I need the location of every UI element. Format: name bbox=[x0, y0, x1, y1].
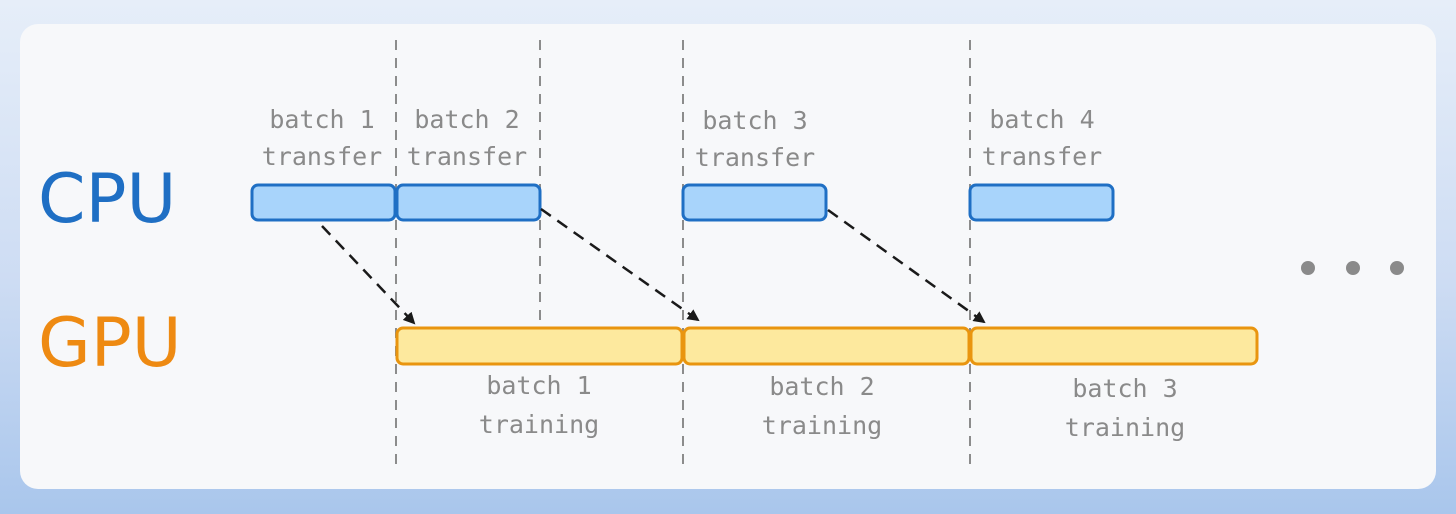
training-caption-2-line1: batch 2 bbox=[769, 372, 874, 401]
gpu-training-block-1 bbox=[395, 326, 684, 366]
training-caption-1-line2: training bbox=[479, 410, 599, 439]
training-caption-3-line2: training bbox=[1065, 413, 1185, 442]
transfer-caption-1-line1: batch 1 bbox=[269, 105, 374, 134]
cpu-transfer-block-2 bbox=[395, 183, 542, 222]
cpu-row-label: CPU bbox=[38, 160, 176, 239]
gpu-blocks bbox=[395, 326, 1259, 366]
cpu-transfer-block-1 bbox=[250, 183, 397, 222]
ellipsis-dot bbox=[1346, 261, 1360, 275]
transfer-caption-4-line2: transfer bbox=[982, 142, 1102, 171]
transfer-caption-3-line2: transfer bbox=[695, 143, 815, 172]
gpu-training-block-3 bbox=[969, 326, 1259, 366]
transfer-caption-1-line2: transfer bbox=[262, 142, 382, 171]
transfer-caption-2-line1: batch 2 bbox=[414, 105, 519, 134]
arrow-batch-3 bbox=[827, 208, 986, 324]
arrow-batch-2 bbox=[540, 207, 700, 322]
gpu-row-label: GPU bbox=[38, 304, 181, 383]
cpu-transfer-block-4 bbox=[968, 183, 1115, 222]
continuation-ellipsis bbox=[1301, 261, 1404, 275]
gpu-training-block-2 bbox=[682, 326, 971, 366]
training-captions: batch 1 training batch 2 training batch … bbox=[479, 371, 1185, 442]
dependency-arrows bbox=[321, 207, 986, 325]
cpu-blocks bbox=[250, 183, 1115, 222]
ellipsis-dot bbox=[1301, 261, 1315, 275]
arrow-batch-1 bbox=[321, 225, 416, 325]
cpu-transfer-block-3 bbox=[681, 183, 828, 222]
transfer-caption-2-line2: transfer bbox=[407, 142, 527, 171]
transfer-caption-3-line1: batch 3 bbox=[702, 106, 807, 135]
training-caption-3-line1: batch 3 bbox=[1072, 374, 1177, 403]
transfer-captions: batch 1 transfer batch 2 transfer batch … bbox=[262, 105, 1102, 172]
diagram-panel bbox=[20, 24, 1436, 489]
ellipsis-dot bbox=[1390, 261, 1404, 275]
transfer-caption-4-line1: batch 4 bbox=[989, 105, 1094, 134]
time-dividers bbox=[395, 40, 971, 472]
training-caption-2-line2: training bbox=[762, 411, 882, 440]
training-caption-1-line1: batch 1 bbox=[486, 371, 591, 400]
